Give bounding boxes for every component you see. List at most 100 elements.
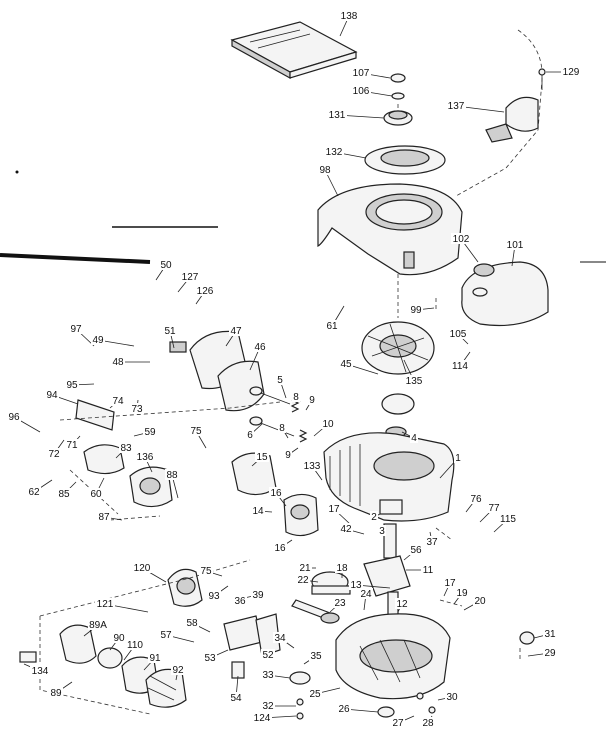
callout-cover: 92: [172, 665, 184, 676]
callout-background: [337, 703, 351, 714]
callout-background: [49, 687, 63, 698]
callout-background: [561, 66, 581, 77]
callout-background: [7, 411, 21, 422]
callout-background: [180, 271, 200, 282]
callout-gasket: 46: [254, 342, 266, 353]
callout-shaft: 34: [274, 633, 286, 644]
camshaft-illustration: [291, 571, 351, 624]
callout-background: [111, 395, 125, 406]
callout-background: [404, 375, 424, 386]
callout-blower-housing: 98: [319, 165, 331, 176]
callout-spring: 95: [66, 380, 78, 391]
callout-background: [349, 579, 363, 590]
callout-pin: 16: [274, 543, 286, 554]
callout-background: [125, 639, 145, 650]
callout-background: [321, 418, 335, 429]
callout-background: [333, 597, 347, 608]
callout-background: [378, 525, 386, 536]
callout-pin: 16: [270, 488, 282, 499]
callout-background: [130, 403, 144, 414]
callout-screw: 93: [208, 591, 220, 602]
callout-background: [469, 493, 483, 504]
callout-crankshaft: 11: [423, 565, 434, 576]
callout-screw: 56: [410, 545, 422, 556]
callout-background: [309, 650, 323, 661]
callout-background: [351, 85, 371, 96]
callout-float: 88: [166, 470, 178, 481]
callout-background: [143, 426, 157, 437]
callout-background: [292, 391, 300, 402]
callout-background: [351, 67, 371, 78]
callout-spring: 39: [252, 590, 264, 601]
callout-washer: 48: [112, 357, 124, 368]
edge-dot: [15, 170, 19, 174]
callout-screw: 42: [340, 524, 352, 535]
callout-background: [159, 259, 173, 270]
callout-screw: 17: [444, 578, 456, 589]
callout-cap: 102: [453, 234, 470, 245]
callout-background: [65, 379, 79, 390]
callout-washer: 27: [392, 718, 404, 729]
bracket-illustration: [455, 29, 546, 197]
callout-stud: 51: [164, 326, 176, 337]
callout-background: [446, 100, 466, 111]
callout-background: [165, 469, 179, 480]
callout-screw: 50: [160, 260, 172, 271]
callout-background: [421, 717, 435, 728]
callout-carburetor: 136: [137, 452, 154, 463]
callout-screen-ring: 132: [326, 147, 343, 158]
callout-background: [47, 448, 61, 459]
callout-flywheel: 135: [406, 376, 423, 387]
manual-illustration: [230, 21, 358, 80]
callout-background: [443, 577, 457, 588]
valve-cover-illustration: [169, 330, 265, 412]
callout-screw: 77: [488, 503, 500, 514]
callout-piston: 14: [252, 506, 264, 517]
callout-background: [325, 320, 339, 331]
callout-camshaft: 22: [297, 575, 309, 586]
callout-background: [335, 562, 349, 573]
callout-bracket: 76: [470, 494, 482, 505]
callout-background: [65, 439, 79, 450]
callout-background: [252, 712, 272, 723]
callout-valve: 6: [247, 430, 253, 441]
callout-background: [278, 422, 286, 433]
callout-background: [111, 356, 125, 367]
callout-background: [409, 304, 423, 315]
callout-background: [273, 632, 287, 643]
callout-washer: 19: [456, 588, 468, 599]
callout-background: [207, 590, 221, 601]
callout-background: [327, 109, 347, 120]
callout-background: [339, 523, 353, 534]
nut-washer-illustration: [390, 73, 406, 114]
callout-background: [454, 452, 462, 463]
callout-background: [451, 233, 471, 244]
callout-labels: 1381071061291371311329810210150127126996…: [7, 10, 581, 729]
callout-gasket: 110: [127, 640, 143, 651]
callout-background: [327, 503, 341, 514]
callout-background: [445, 691, 459, 702]
callout-background: [203, 652, 217, 663]
callout-screw: 99: [410, 305, 422, 316]
cylinder-block-illustration: [323, 432, 455, 522]
callout-screw: 62: [28, 487, 40, 498]
callout-background: [505, 239, 525, 250]
callout-screw: 73: [131, 404, 143, 415]
callout-background: [296, 574, 310, 585]
callout-clip: 134: [32, 666, 49, 677]
carburetor-illustration: [59, 399, 281, 521]
callout-needle: 60: [90, 489, 102, 500]
callout-background: [57, 488, 71, 499]
callout-background: [269, 487, 283, 498]
edge-rule: [0, 253, 151, 264]
callout-piston-ring-set: 15: [256, 452, 268, 463]
piston-illustration: [231, 452, 319, 537]
callout-background: [199, 565, 213, 576]
callout-background: [298, 562, 312, 573]
callout-gasket: 83: [120, 443, 132, 454]
callout-background: [261, 669, 275, 680]
callout-nut: 45: [340, 359, 352, 370]
callout-background: [324, 146, 344, 157]
callout-background: [450, 360, 470, 371]
callout-background: [318, 164, 332, 175]
